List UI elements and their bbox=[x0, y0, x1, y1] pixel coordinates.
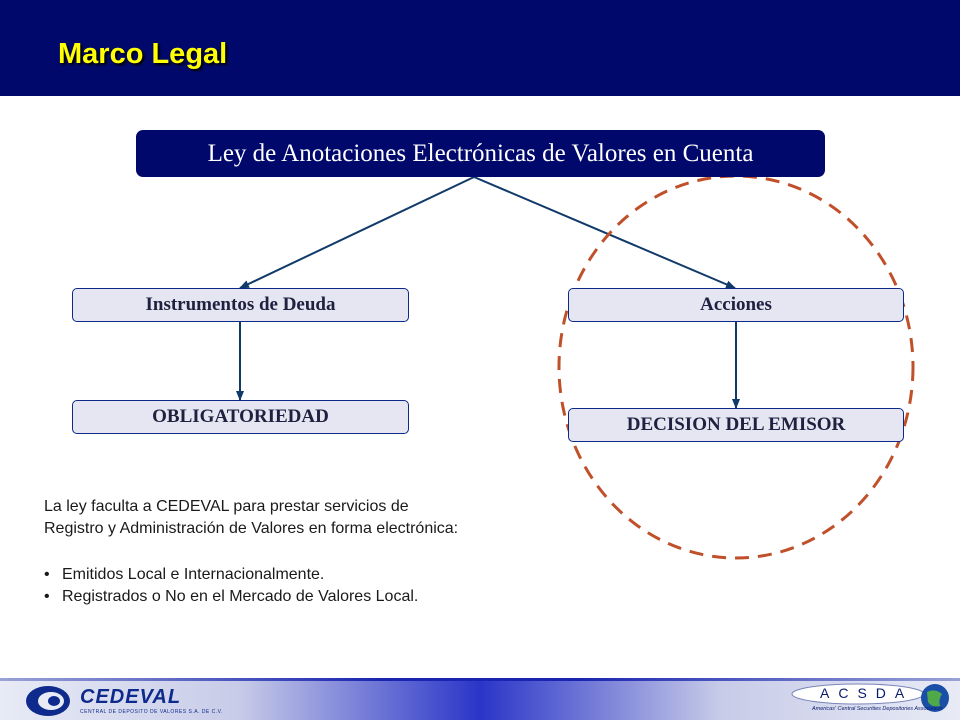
bullet-list: Emitidos Local e Internacionalmente. Reg… bbox=[44, 564, 624, 608]
footer-band bbox=[0, 681, 960, 720]
bullet-item: Emitidos Local e Internacionalmente. bbox=[44, 564, 624, 586]
debt-instruments-box: Instrumentos de Deuda bbox=[72, 288, 409, 322]
header-bar bbox=[0, 0, 960, 96]
cedeval-logo-text: CEDEVAL bbox=[80, 686, 182, 708]
connector-root-to-right bbox=[473, 176, 736, 289]
cedeval-logo-subtext: CENTRAL DE DEPOSITO DE VALORES S.A. DE C… bbox=[80, 709, 223, 715]
connector-root-to-left bbox=[239, 176, 475, 289]
body-text: La ley faculta a CEDEVAL para prestar se… bbox=[44, 496, 624, 608]
shares-box: Acciones bbox=[568, 288, 904, 322]
acsda-logo-icon bbox=[791, 683, 949, 712]
highlight-circle bbox=[557, 174, 915, 560]
root-law-box: Ley de Anotaciones Electrónicas de Valor… bbox=[136, 130, 825, 177]
bullet-item: Registrados o No en el Mercado de Valore… bbox=[44, 586, 624, 608]
mandatory-box: OBLIGATORIEDAD bbox=[72, 400, 409, 434]
paragraph-line-2: Registro y Administración de Valores en … bbox=[44, 520, 459, 537]
slide-title: Marco Legal bbox=[58, 38, 228, 70]
issuer-decision-box: DECISION DEL EMISOR bbox=[568, 408, 904, 442]
cedeval-logo-icon bbox=[26, 686, 70, 716]
acsda-logo-text: ACSDA bbox=[820, 685, 914, 701]
footer-divider bbox=[0, 678, 960, 681]
acsda-logo-subtext: Americas' Central Securities Depositorie… bbox=[812, 706, 943, 712]
paragraph-line-1: La ley faculta a CEDEVAL para prestar se… bbox=[44, 498, 409, 515]
